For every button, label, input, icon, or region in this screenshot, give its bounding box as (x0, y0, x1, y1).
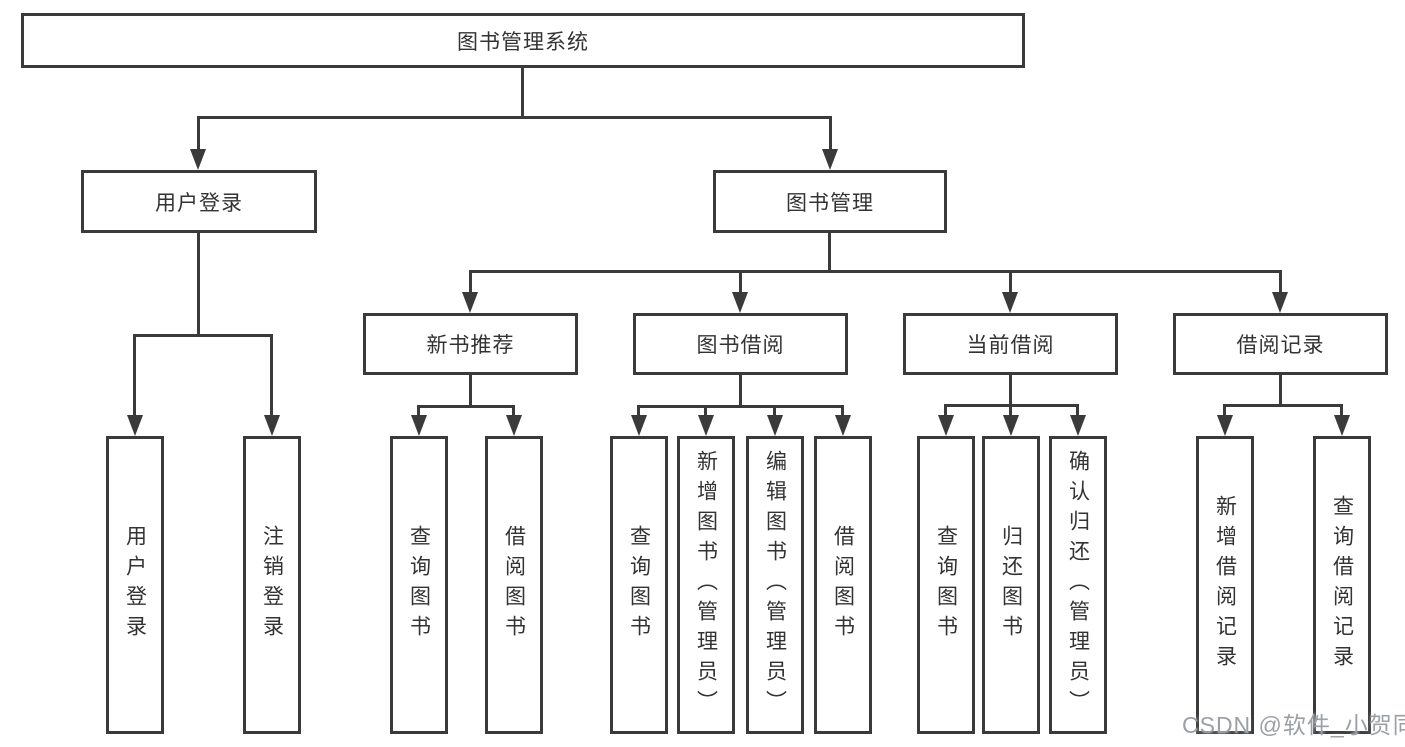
node-current-borrowing: 当前借阅 (903, 313, 1118, 375)
arrowhead-icon (462, 292, 478, 313)
node-bb-add-books-admin: 新增图书（管理员） (677, 436, 735, 734)
node-bb-edit-books-admin: 编辑图书（管理员） (746, 436, 804, 734)
node-cb-return-books: 归还图书 (982, 436, 1040, 734)
connector-hline (1223, 404, 1343, 407)
arrowhead-icon (1002, 292, 1018, 313)
connector-vline (739, 375, 742, 408)
arrowhead-icon (732, 292, 748, 313)
node-cb-query-books: 查询图书 (917, 436, 975, 734)
arrowhead-icon (767, 415, 783, 436)
arrow-stem (773, 405, 776, 417)
arrowhead-icon (698, 415, 714, 436)
node-bb-query-books: 查询图书 (610, 436, 668, 734)
arrow-stem (197, 116, 200, 151)
arrowhead-icon (631, 415, 647, 436)
node-library-management-system: 图书管理系统 (21, 13, 1025, 68)
node-user-login: 用户登录 (81, 170, 317, 233)
arrow-stem (1009, 404, 1012, 417)
connector-vline (1279, 375, 1282, 407)
node-label: 借阅图书 (831, 525, 855, 645)
connector-vline (828, 233, 831, 273)
arrow-stem (133, 334, 136, 416)
arrowhead-icon (1070, 415, 1086, 436)
connector-vline (197, 233, 200, 337)
node-label: 查询借阅记录 (1330, 495, 1354, 675)
node-label: 归还图书 (999, 525, 1023, 645)
arrow-stem (841, 405, 844, 417)
node-book-borrowing: 图书借阅 (633, 313, 848, 375)
node-user-login-leaf: 用户登录 (106, 436, 164, 734)
connector-hline (417, 405, 515, 408)
node-new-book-recommendation: 新书推荐 (363, 313, 578, 375)
node-label: 新增图书（管理员） (694, 450, 718, 720)
csdn-watermark: CSDN @软件_小贺同学 (1182, 712, 1405, 738)
arrow-stem (944, 404, 947, 417)
node-label: 编辑图书（管理员） (763, 450, 787, 720)
arrow-stem (469, 270, 472, 293)
node-cb-confirm-return-admin: 确认归还（管理员） (1049, 436, 1107, 734)
connector-vline (1009, 375, 1012, 407)
arrow-stem (637, 405, 640, 417)
node-label: 用户登录 (123, 525, 147, 645)
node-label: 查询图书 (627, 525, 651, 645)
node-label: 借阅图书 (502, 525, 526, 645)
arrowhead-icon (938, 415, 954, 436)
node-br-add-borrow-record: 新增借阅记录 (1196, 436, 1254, 734)
arrow-stem (270, 334, 273, 416)
arrow-stem (829, 116, 832, 151)
arrow-stem (1279, 270, 1282, 293)
arrow-stem (417, 405, 420, 417)
arrow-stem (512, 405, 515, 417)
node-label: 确认归还（管理员） (1066, 450, 1090, 720)
node-label: 查询图书 (407, 525, 431, 645)
arrowhead-icon (1003, 415, 1019, 436)
node-bb-borrow-books: 借阅图书 (814, 436, 872, 734)
arrow-stem (1076, 404, 1079, 417)
connector-hline (469, 270, 1282, 273)
arrowhead-icon (264, 415, 280, 436)
arrow-stem (1223, 404, 1226, 417)
node-borrowing-records: 借阅记录 (1173, 313, 1388, 375)
node-label: 注销登录 (260, 525, 284, 645)
arrowhead-icon (127, 415, 143, 436)
arrowhead-icon (411, 415, 427, 436)
connector-hline (133, 334, 273, 337)
arrow-stem (1340, 404, 1343, 417)
connector-hline (197, 116, 832, 119)
arrow-stem (704, 405, 707, 417)
arrow-stem (1009, 270, 1012, 293)
node-rec-query-books: 查询图书 (390, 436, 448, 734)
arrowhead-icon (506, 415, 522, 436)
arrowhead-icon (1334, 415, 1350, 436)
arrowhead-icon (1217, 415, 1233, 436)
node-book-management: 图书管理 (713, 170, 947, 233)
node-logout: 注销登录 (243, 436, 301, 734)
arrow-stem (739, 270, 742, 293)
connector-vline (469, 375, 472, 408)
node-br-query-borrow-record: 查询借阅记录 (1313, 436, 1371, 734)
connector-vline (521, 66, 524, 119)
arrowhead-icon (1272, 292, 1288, 313)
node-label: 查询图书 (934, 525, 958, 645)
arrowhead-icon (822, 149, 838, 170)
node-rec-borrow-books: 借阅图书 (485, 436, 543, 734)
node-label: 新增借阅记录 (1213, 495, 1237, 675)
arrowhead-icon (835, 415, 851, 436)
connector-hline (637, 405, 844, 408)
arrowhead-icon (190, 149, 206, 170)
